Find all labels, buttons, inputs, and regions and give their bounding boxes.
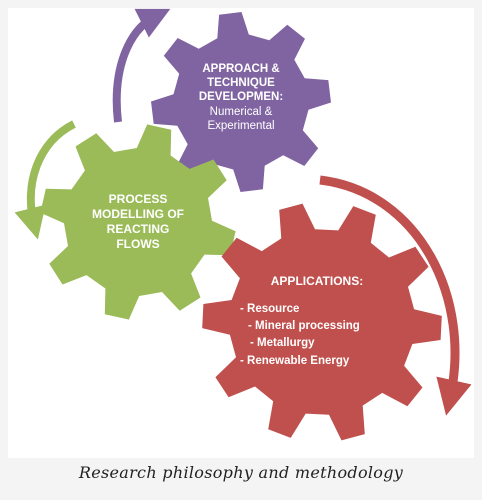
applications-item-2: - Mineral processing [248,320,360,332]
process-title-line-4: FLOWS [116,237,159,251]
figure-caption: Research philosophy and methodology [78,463,404,482]
approach-title-line-3: DEVELOPMEN: [199,91,283,103]
approach-gear [151,12,331,192]
applications-item-1: - Resource [240,303,299,315]
process-title-line-2: MODELLING OF [92,207,184,221]
process-gear [40,124,236,320]
process-title-line-1: PROCESS [109,192,168,206]
purple-cycle-arrow [112,8,171,123]
process-title-line-3: REACTING [107,222,170,236]
red-cycle-arrow [319,175,472,416]
approach-title-line-2: TECHNIQUE [207,77,275,89]
applications-gear [202,203,442,441]
green-cycle-arrow [14,120,76,240]
approach-sub-line-1: Numerical & [210,106,273,118]
approach-gear-label: APPROACH & TECHNIQUE DEVELOPMEN: Numeric… [199,63,283,132]
approach-title-line-1: APPROACH & [202,63,279,75]
process-gear-label: PROCESS MODELLING OF REACTING FLOWS [92,192,184,251]
applications-gear-label: APPLICATIONS: - Resource - Mineral proce… [240,274,363,367]
approach-sub-line-2: Experimental [207,120,274,132]
applications-item-4: - Renewable Energy [240,355,350,367]
applications-item-3: - Metallurgy [250,337,315,349]
applications-title: APPLICATIONS: [271,274,363,288]
